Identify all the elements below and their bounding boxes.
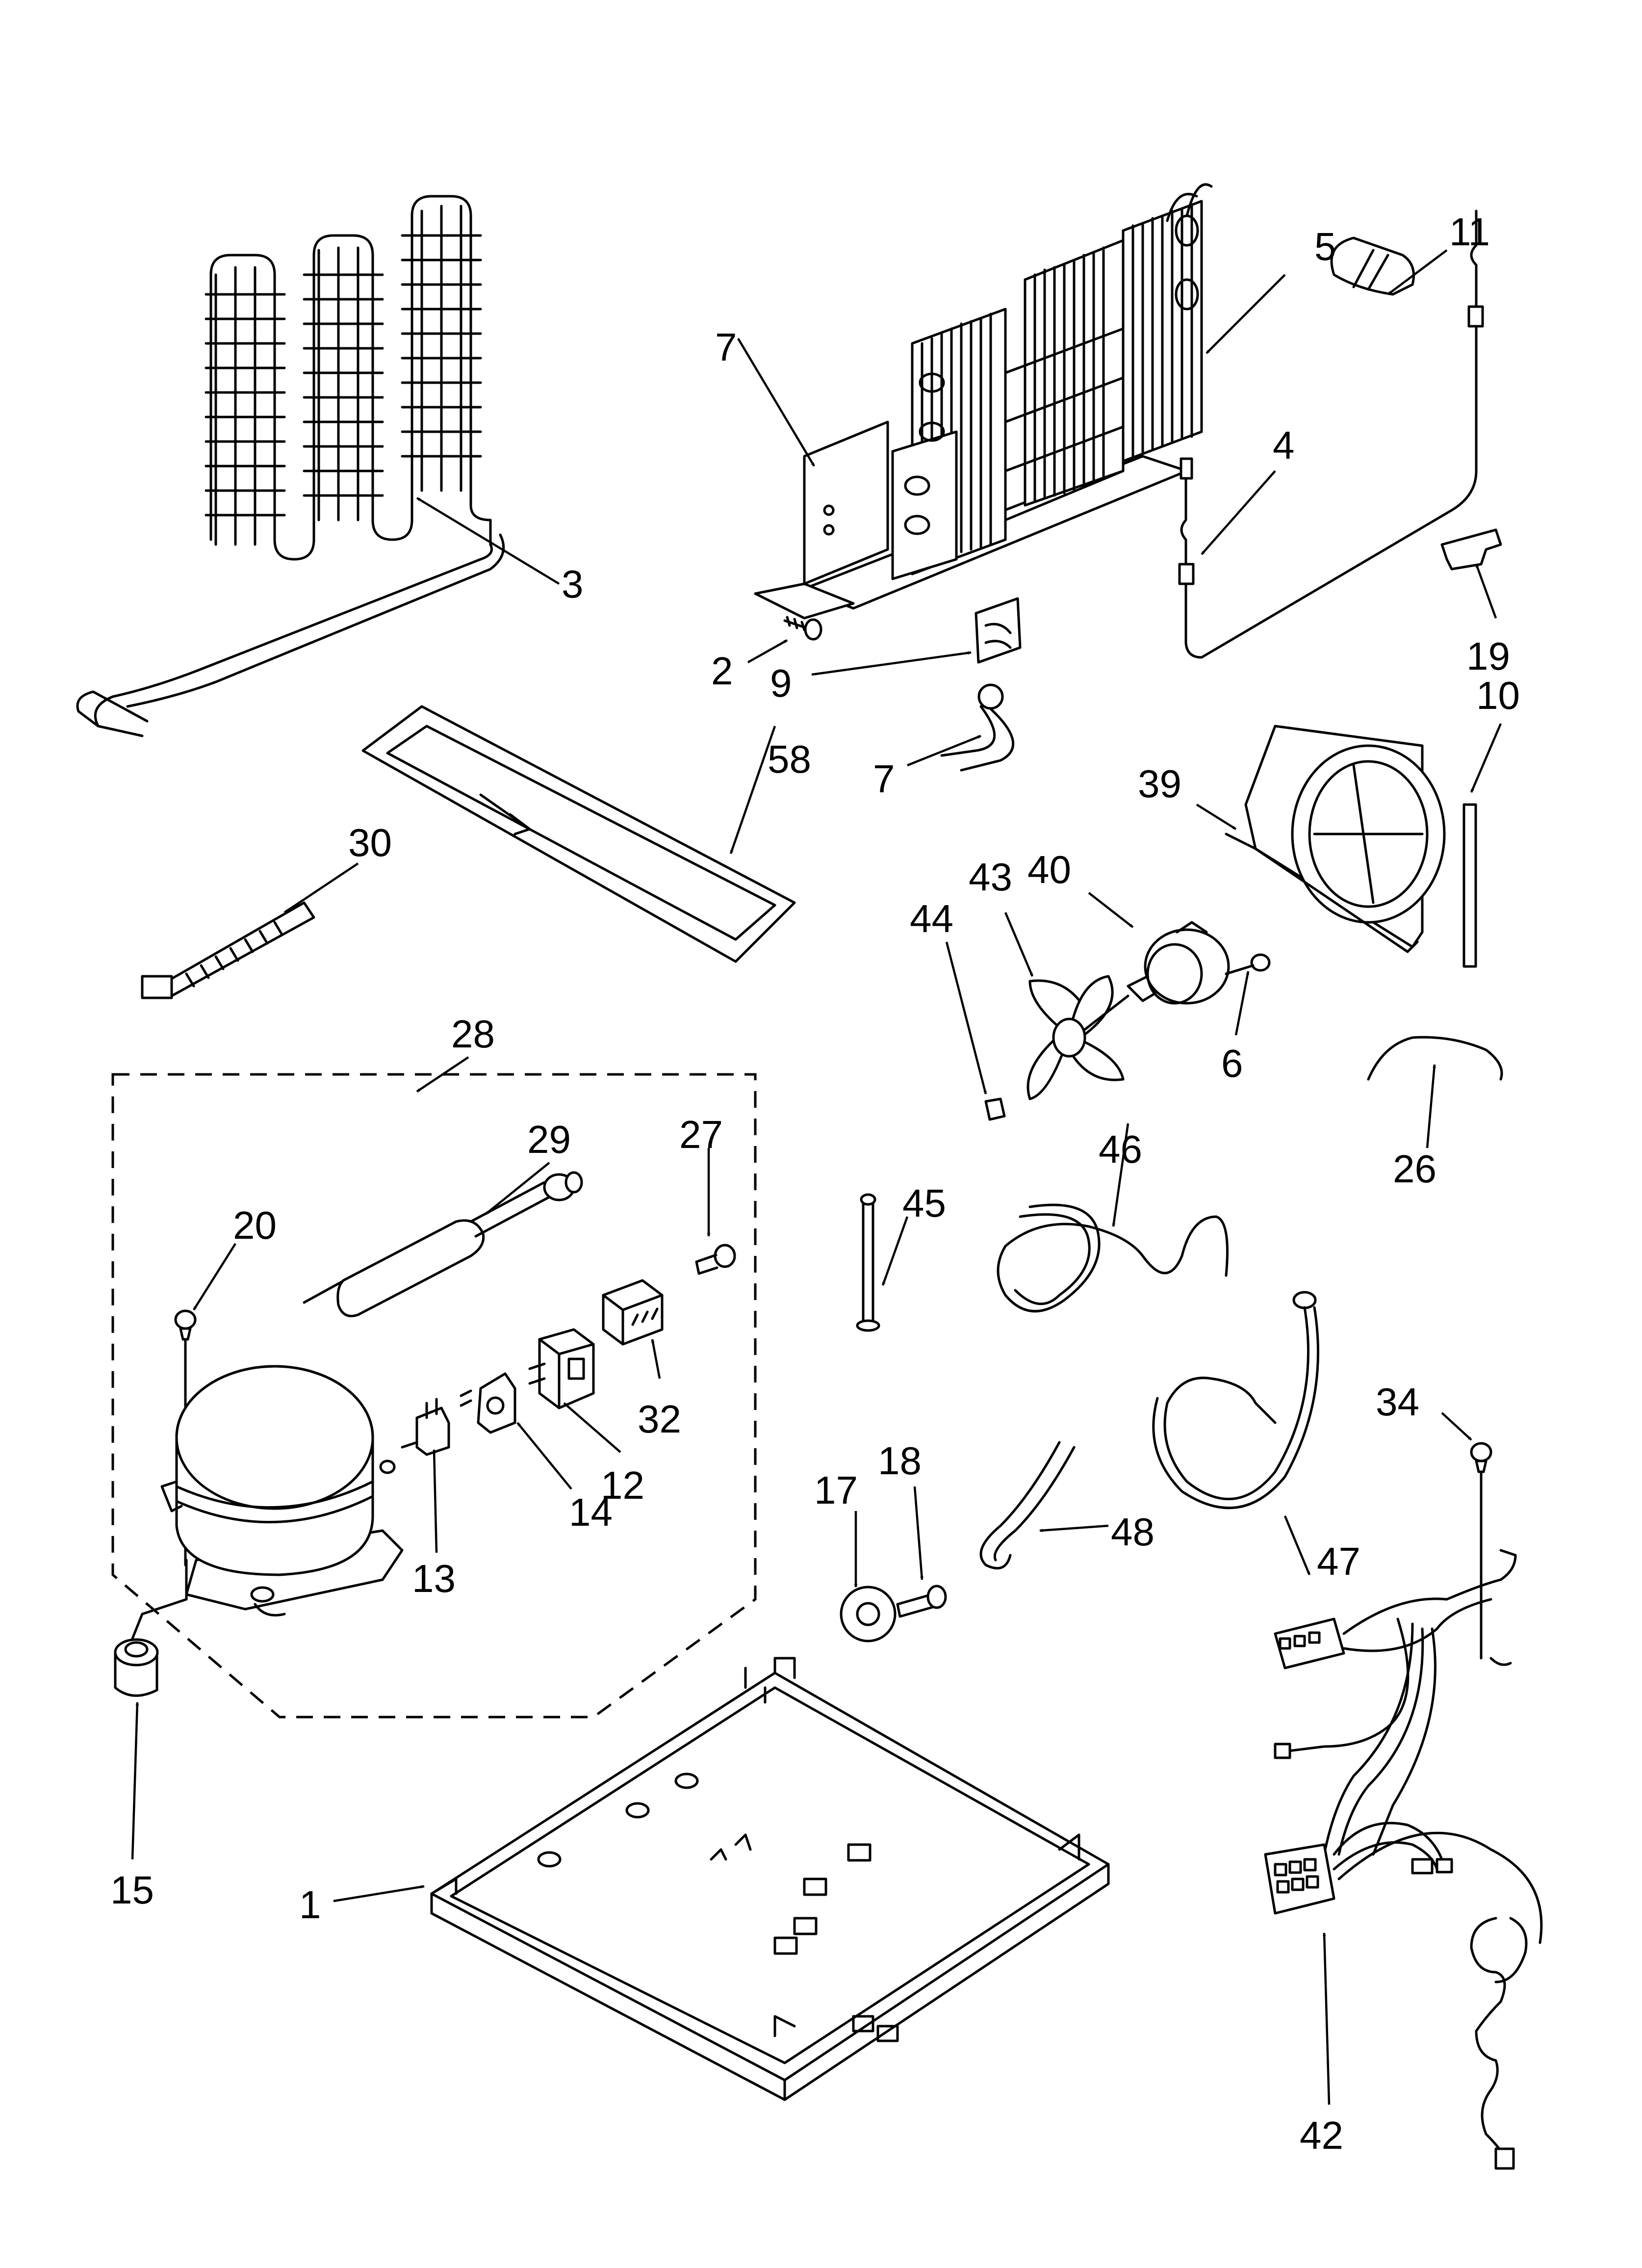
callout-2: 2: [711, 649, 733, 693]
compressor: [131, 1365, 404, 1640]
callout-34: 34: [1376, 1380, 1419, 1424]
leader-lines: [131, 249, 1502, 2105]
condenser-fan-blade: [1026, 975, 1129, 1100]
callout-47: 47: [1317, 1539, 1360, 1583]
callout-58: 58: [768, 737, 811, 781]
ground-screw: [1470, 1442, 1492, 1660]
wiring-harness: [1264, 1549, 1543, 2170]
callout-29: 29: [527, 1118, 571, 1161]
callout-43: 43: [969, 855, 1012, 899]
callout-48: 48: [1111, 1510, 1155, 1554]
condenser-fan-shroud: [1225, 725, 1446, 953]
callout-1: 1: [299, 1883, 321, 1927]
filter-drier: [303, 1171, 583, 1317]
callout-18: 18: [878, 1439, 922, 1483]
callout-6: 6: [1221, 1042, 1243, 1085]
callout-13: 13: [412, 1557, 456, 1600]
callout-46: 46: [1099, 1127, 1142, 1171]
fan-blade-nut: [984, 1097, 1006, 1121]
callout-7: 7: [715, 325, 737, 369]
callout-39: 39: [1138, 762, 1181, 806]
relay-cover-screw: [695, 1244, 736, 1275]
evaporator-assembly: [803, 183, 1213, 610]
machine-compartment-base: [430, 1657, 1110, 2101]
shroud-spring-clip: [1367, 1036, 1503, 1081]
rubber-grommet: [840, 1586, 897, 1642]
drain-pan: [361, 705, 796, 963]
start-relay: [528, 1328, 595, 1409]
condenser-fan-motor: [1127, 921, 1230, 1005]
callout-45: 45: [902, 1181, 946, 1225]
water-tube: [1152, 1291, 1319, 1510]
defrost-heater-harness: [1178, 209, 1484, 659]
callout-3: 3: [562, 562, 584, 606]
compressor-kit-outline: [111, 1073, 757, 1719]
callout-28: 28: [451, 1012, 495, 1056]
relay-cover: [602, 1279, 664, 1346]
drain-tube: [997, 1203, 1229, 1313]
fan-motor-screw: [1225, 953, 1271, 975]
callout-30: 30: [348, 821, 392, 864]
callout-labels: 3 7 5 11 4 2 9 19 10 58 30 7 39 40 43 44…: [110, 210, 1520, 2157]
callout-40: 40: [1027, 848, 1071, 891]
cable-tie: [141, 901, 315, 999]
compressor-terminal-clip: [401, 1398, 450, 1456]
callout-27: 27: [679, 1113, 723, 1156]
overload-protector: [460, 1372, 516, 1434]
callout-32: 32: [638, 1397, 681, 1441]
callout-17: 17: [814, 1468, 858, 1512]
callout-5: 5: [1314, 225, 1336, 268]
evaporator-screw: [783, 616, 822, 641]
callout-14: 15: [110, 1868, 154, 1912]
callout-26: 26: [1393, 1147, 1437, 1191]
defrost-thermostat-cover: [1330, 236, 1415, 296]
heater-clip: [1440, 528, 1502, 571]
callout-11: 11: [1449, 210, 1490, 254]
callout-44: 44: [910, 897, 953, 940]
shroud-gasket-strip: [1462, 803, 1477, 968]
condenser-coil: [76, 195, 505, 737]
evaporator-bracket: [975, 597, 1022, 664]
callout-20: 20: [233, 1203, 277, 1247]
callout-12: 12: [601, 1463, 644, 1507]
callout-9: 9: [770, 661, 792, 705]
bypass-hose: [979, 1441, 1076, 1570]
mounting-pin: [856, 1193, 880, 1332]
callout-4: 4: [1273, 423, 1295, 467]
callout-42: 42: [1300, 2113, 1343, 2157]
callout-8: 7: [873, 757, 895, 801]
shoulder-bolt: [896, 1585, 947, 1618]
evaporator-cover-plate: [754, 420, 889, 620]
callout-19: 19: [1466, 634, 1510, 678]
callout-15: 14: [569, 1490, 613, 1534]
drain-tube-heater: [940, 683, 1015, 772]
compressor-grommet: [114, 1638, 159, 1697]
callout-10: 10: [1476, 674, 1520, 717]
